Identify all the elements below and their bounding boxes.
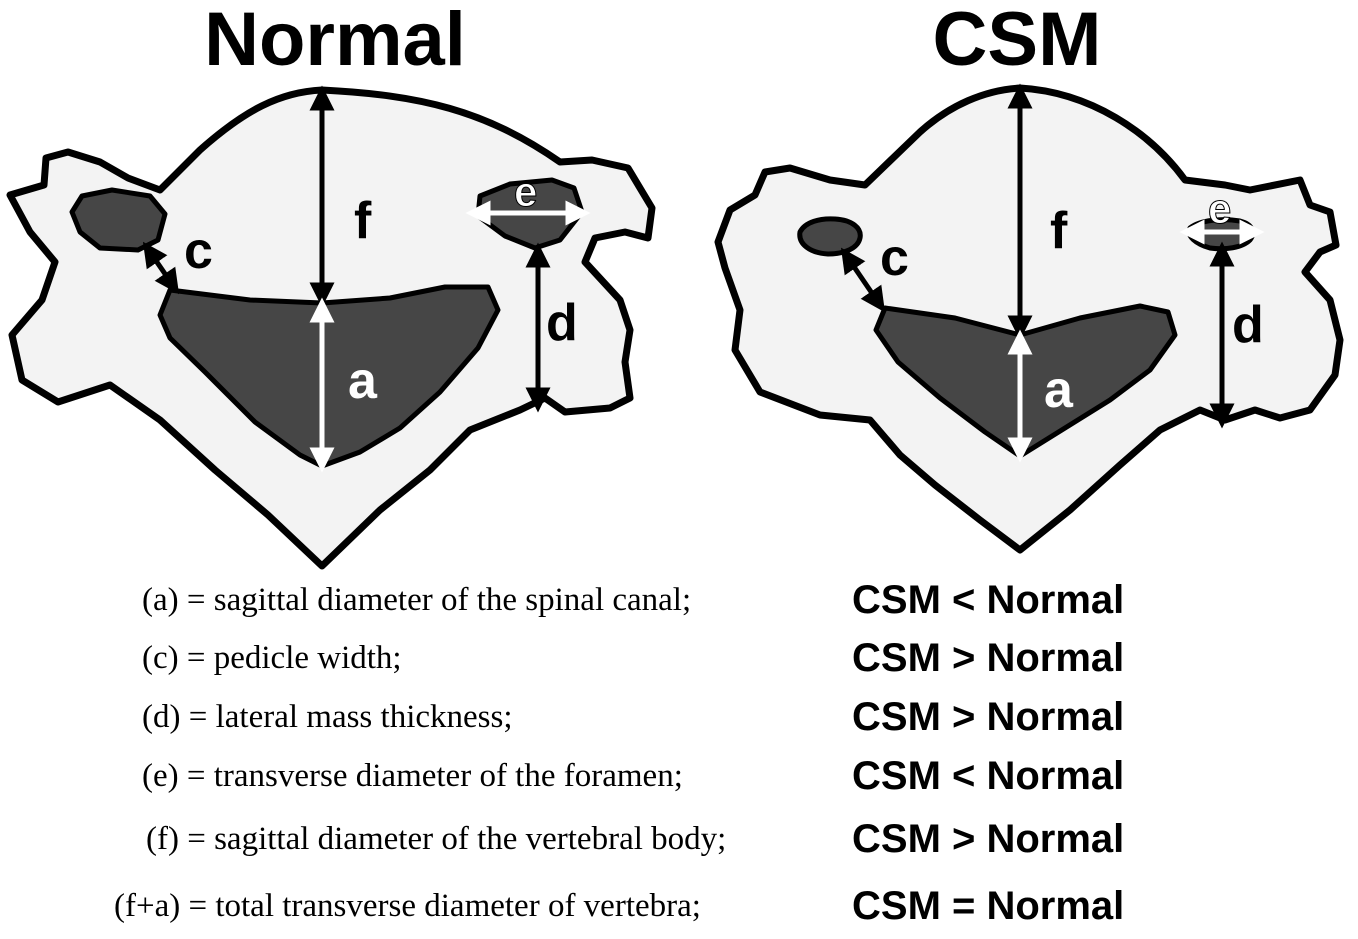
- csm-label-d: d: [1232, 296, 1264, 354]
- normal-label-f: f: [354, 192, 372, 250]
- normal-arrow-c: [142, 241, 180, 295]
- legend-row-d: (d) = lateral mass thickness; CSM > Norm…: [0, 687, 1358, 747]
- csm-label-a: a: [1044, 361, 1074, 419]
- csm-label-e: e: [1208, 185, 1231, 232]
- normal-label-e: e: [514, 168, 537, 215]
- vertebra-diagrams: f a c d e f a c d e: [6, 83, 1344, 570]
- legend-row-c: (c) = pedicle width; CSM > Normal: [0, 628, 1358, 688]
- legend-definition: (f) = sagittal diameter of the vertebral…: [146, 821, 727, 857]
- legend-definition: (c) = pedicle width;: [142, 640, 402, 676]
- legend-row-a: (a) = sagittal diameter of the spinal ca…: [0, 570, 1358, 630]
- legend-row-fa: (f+a) = total transverse diameter of ver…: [0, 876, 1358, 936]
- normal-title: Normal: [204, 0, 466, 82]
- normal-label-a: a: [348, 352, 378, 410]
- legend: (a) = sagittal diameter of the spinal ca…: [0, 568, 1358, 939]
- legend-definition: (d) = lateral mass thickness;: [142, 699, 513, 735]
- legend-comparison: CSM < Normal: [852, 754, 1125, 798]
- normal-vertebra: f a c d e: [6, 85, 656, 570]
- legend-comparison: CSM = Normal: [852, 884, 1125, 928]
- normal-label-d: d: [546, 294, 578, 352]
- legend-comparison: CSM < Normal: [852, 578, 1125, 622]
- legend-comparison: CSM > Normal: [852, 695, 1125, 739]
- legend-definition: (e) = transverse diameter of the foramen…: [142, 758, 683, 794]
- legend-comparison: CSM > Normal: [852, 817, 1125, 861]
- csm-title: CSM: [932, 0, 1102, 82]
- legend-definition: (a) = sagittal diameter of the spinal ca…: [142, 582, 692, 618]
- legend-definition: (f+a) = total transverse diameter of ver…: [114, 888, 701, 924]
- legend-row-e: (e) = transverse diameter of the foramen…: [0, 746, 1358, 806]
- csm-label-f: f: [1050, 202, 1068, 260]
- csm-arrow-c: [840, 247, 886, 313]
- legend-row-f: (f) = sagittal diameter of the vertebral…: [0, 809, 1358, 869]
- csm-left-foramen: [797, 216, 863, 257]
- legend-comparison: CSM > Normal: [852, 636, 1125, 680]
- normal-label-c: c: [184, 222, 213, 280]
- csm-vertebra: f a c d e: [714, 83, 1344, 554]
- csm-label-c: c: [880, 229, 909, 287]
